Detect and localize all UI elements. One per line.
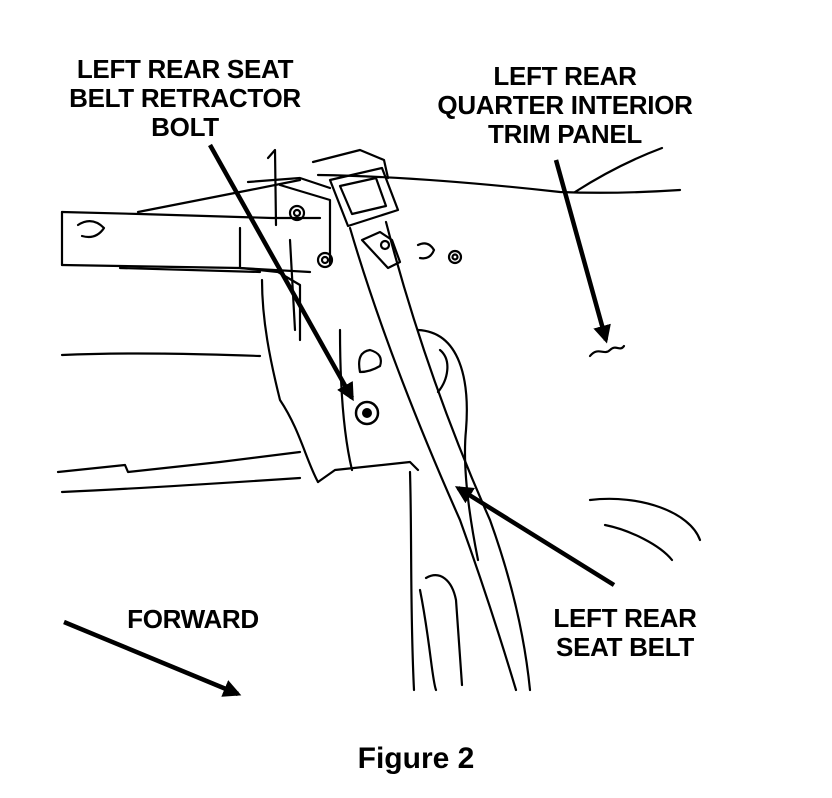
package-shelf — [60, 178, 322, 274]
callout-line: QUARTER INTERIOR — [437, 90, 693, 120]
callout-seat-belt: LEFT REAR SEAT BELT — [520, 604, 730, 662]
callout-forward: FORWARD — [108, 605, 278, 634]
callout-trim-panel: LEFT REAR QUARTER INTERIOR TRIM PANEL — [410, 62, 720, 149]
floor-area — [56, 352, 464, 692]
figure-caption: Figure 2 — [357, 742, 475, 775]
trim-callout-arrow — [553, 159, 611, 344]
callout-line: TRIM PANEL — [488, 119, 642, 149]
callout-line: FORWARD — [127, 604, 259, 634]
bolt-callout-arrow — [208, 143, 354, 402]
callout-line: BELT RETRACTOR — [69, 83, 301, 113]
quarter-trim-panel — [260, 146, 702, 562]
callout-retractor-bolt: LEFT REAR SEAT BELT RETRACTOR BOLT — [40, 55, 330, 142]
forward-arrow — [63, 619, 242, 697]
callout-line: LEFT REAR SEAT — [76, 54, 294, 84]
callout-line: LEFT REAR — [553, 603, 697, 633]
mounting-bracket — [238, 148, 463, 342]
retractor-bolt — [354, 400, 380, 426]
callout-line: BOLT — [151, 112, 219, 142]
seat-belt-webbing — [311, 148, 532, 692]
callout-line: LEFT REAR — [493, 61, 637, 91]
belt-callout-arrow — [454, 486, 616, 587]
callout-line: SEAT BELT — [556, 632, 694, 662]
